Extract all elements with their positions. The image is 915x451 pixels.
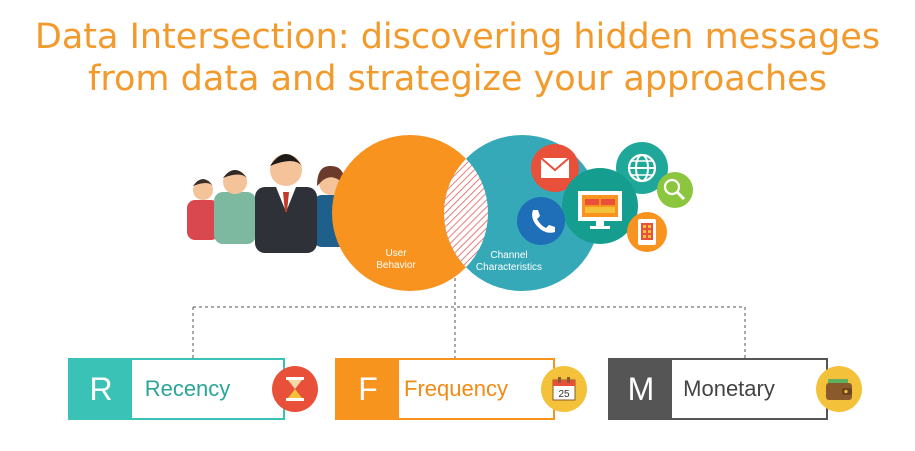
monetary-card: M Monetary — [608, 358, 828, 420]
page-title: Data Intersection: discovering hidden me… — [0, 16, 915, 100]
tablet-icon — [627, 212, 667, 252]
user-behavior-circle — [332, 135, 488, 291]
wallet-icon — [816, 366, 862, 412]
search-icon — [657, 172, 693, 208]
user-behavior-label: User Behavior — [376, 248, 416, 271]
frequency-card: F Frequency — [335, 358, 555, 420]
recency-letter: R — [70, 360, 132, 418]
recency-label: Recency — [144, 376, 231, 401]
connector-lines — [192, 278, 746, 358]
frequency-label: Frequency — [404, 376, 508, 401]
monitor-icon — [562, 168, 638, 244]
frequency-letter: F — [337, 360, 399, 418]
recency-card: R Recency — [68, 358, 285, 420]
mail-icon — [531, 144, 579, 192]
globe-icon — [616, 142, 668, 194]
hourglass-icon — [272, 366, 318, 412]
phone-icon — [517, 197, 565, 245]
calendar-day: 25 — [558, 389, 570, 400]
title-line-2: from data and strategize your approaches — [88, 59, 827, 99]
calendar-icon: 25 — [541, 366, 587, 412]
monetary-label: Monetary — [683, 376, 775, 401]
title-line-1: Data Intersection: discovering hidden me… — [34, 17, 881, 57]
monetary-letter: M — [610, 360, 672, 418]
channel-characteristics-label: Channel Characteristics — [475, 250, 543, 273]
